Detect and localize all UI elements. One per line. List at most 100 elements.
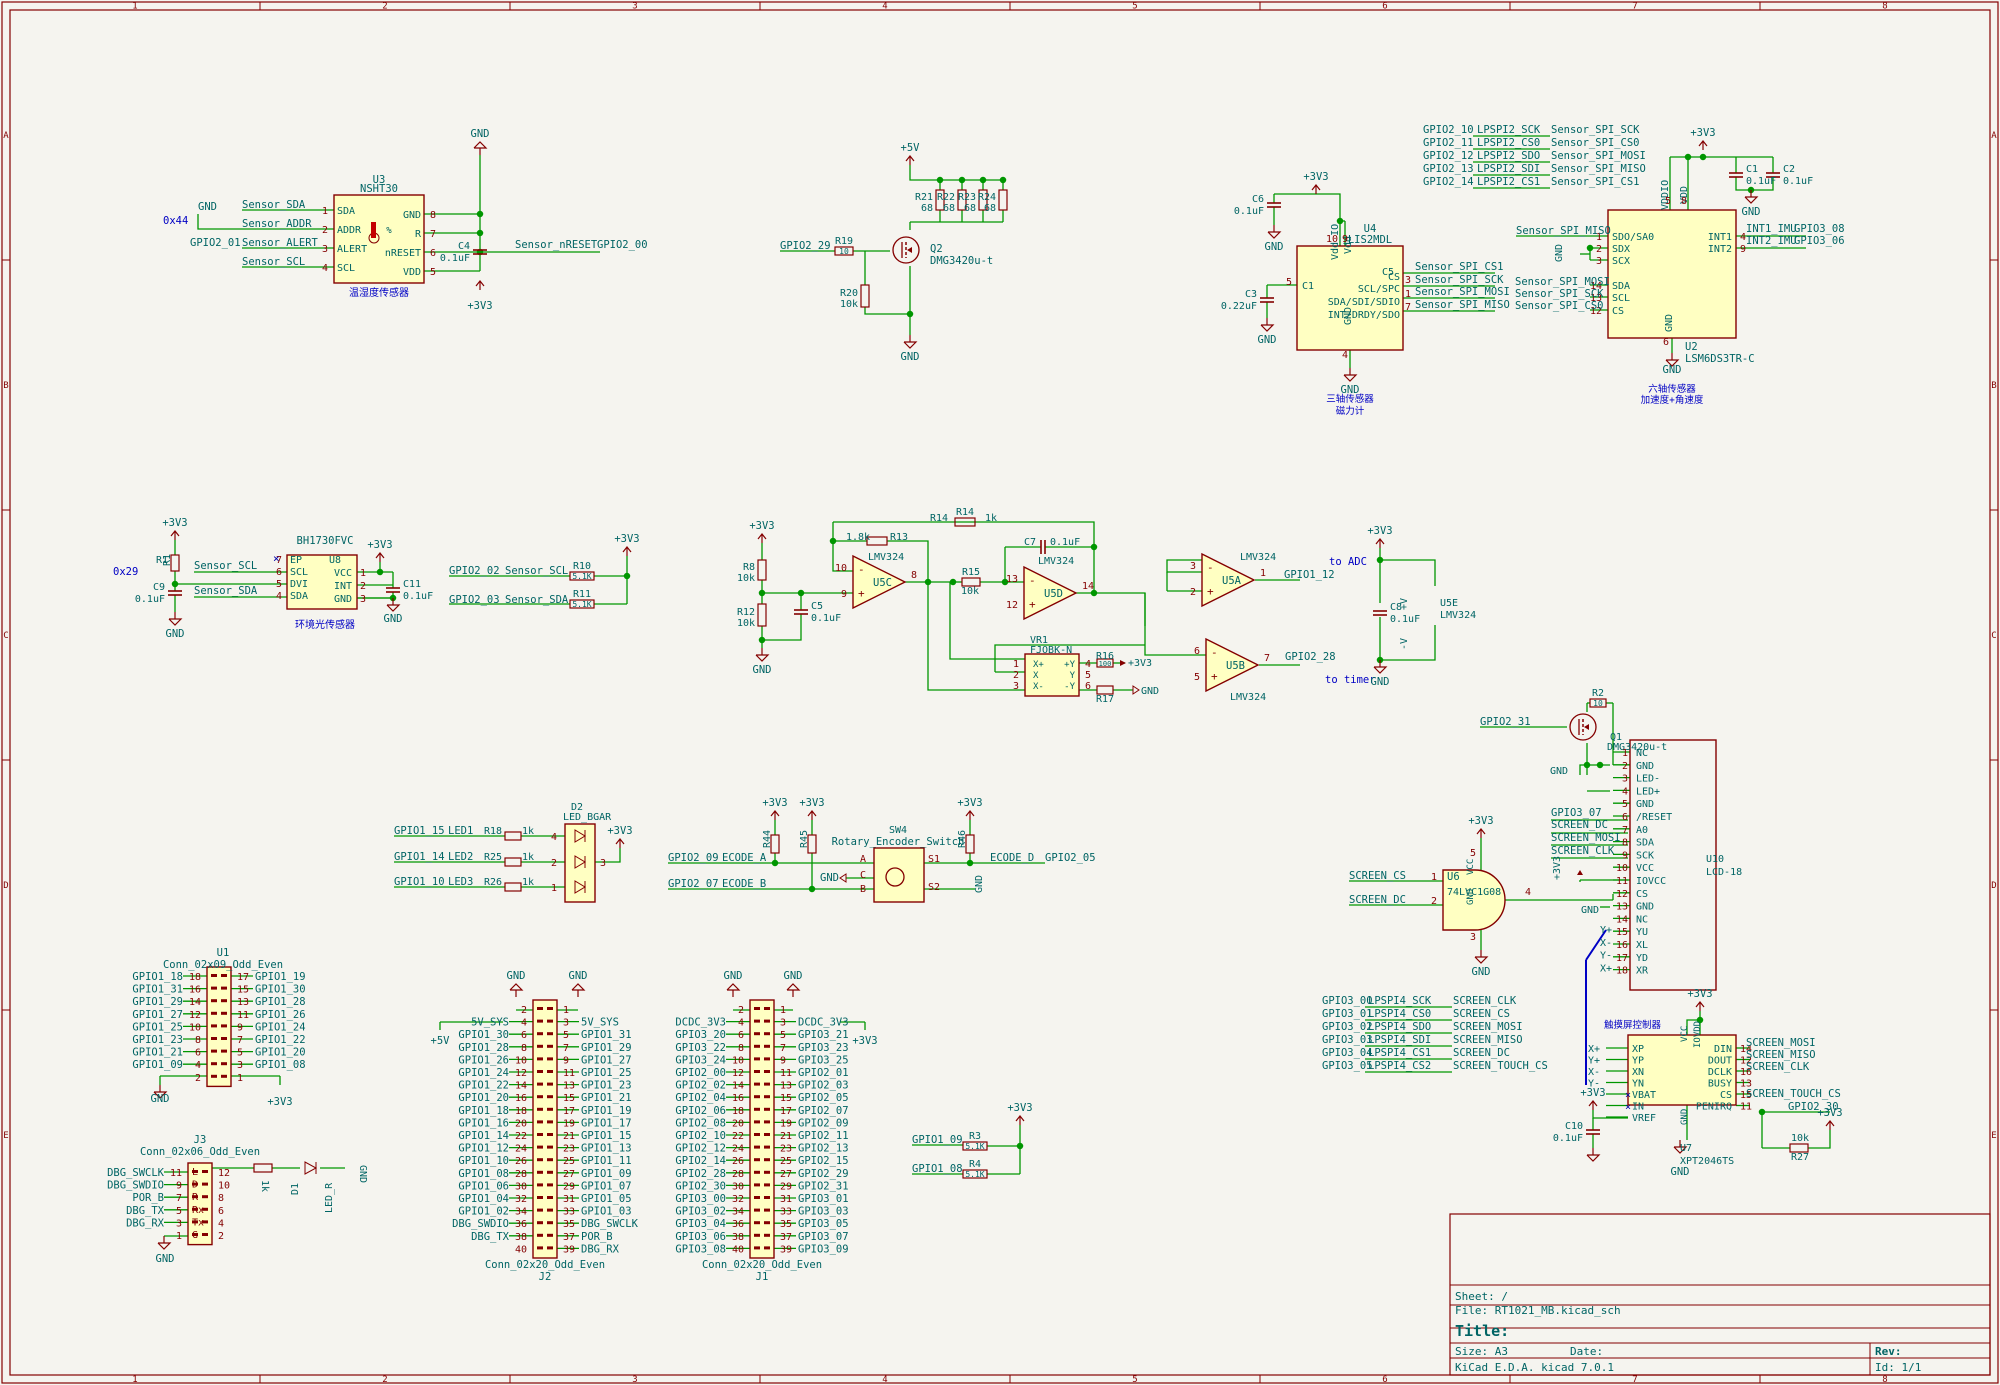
label-192: 7 bbox=[1264, 653, 1270, 664]
label-512: 26 bbox=[515, 1156, 527, 1167]
label-311: XL bbox=[1636, 940, 1648, 951]
label-417: GPIO1_24 bbox=[255, 1021, 306, 1033]
label-19: % bbox=[386, 226, 392, 236]
label-355: DOUT bbox=[1708, 1056, 1732, 1067]
label-172: LMV324 bbox=[868, 552, 904, 563]
column-marker: 4 bbox=[882, 2, 887, 12]
gnd-label: GND bbox=[901, 351, 920, 363]
label-544: J2 bbox=[539, 1271, 552, 1283]
label-614: GPIO3_04 bbox=[675, 1218, 726, 1230]
label-570: GPIO2_02 bbox=[675, 1080, 726, 1092]
gnd-label: GND bbox=[507, 970, 526, 982]
label-268: R45 bbox=[799, 830, 810, 848]
label-271: ECODE_D bbox=[990, 852, 1034, 864]
label-274: Q1 bbox=[1610, 732, 1622, 743]
label-562: GPIO3_24 bbox=[675, 1054, 726, 1066]
label-323: GND bbox=[1581, 905, 1599, 916]
label-23: Sensor_SCL bbox=[242, 256, 305, 268]
power-label: +3V3 bbox=[1007, 1102, 1032, 1114]
label-599: GPIO2_29 bbox=[798, 1168, 849, 1180]
label-444: POR_B bbox=[132, 1192, 164, 1204]
resistor-R10 bbox=[569, 571, 595, 581]
label-246: GPIO1_10 bbox=[394, 876, 445, 888]
label-347: IN bbox=[1632, 1102, 1644, 1113]
label-415: 9 bbox=[237, 1022, 243, 1033]
lcd-u10 bbox=[1629, 739, 1717, 991]
label-308: 14 bbox=[1616, 914, 1628, 925]
label-389: GPIO3_03 bbox=[1322, 1034, 1373, 1046]
label-141: VCC bbox=[334, 568, 352, 579]
label-479: GPIO1_29 bbox=[581, 1042, 632, 1054]
label-487: GPIO1_25 bbox=[581, 1067, 632, 1079]
label-338: SCREEN_DC bbox=[1349, 894, 1406, 906]
label-349: X+ bbox=[1588, 1044, 1600, 1055]
label-18: 5 bbox=[430, 267, 436, 278]
label-71: Sensor_SPI_CS1 bbox=[1415, 261, 1504, 273]
label-613: 35 bbox=[780, 1219, 792, 1230]
label-262: S2 bbox=[928, 882, 940, 893]
label-33: 68 bbox=[921, 203, 933, 214]
label-391: SCREEN_MISO bbox=[1453, 1034, 1523, 1046]
label-621: 39 bbox=[780, 1244, 792, 1255]
label-583: GPIO2_09 bbox=[798, 1117, 849, 1129]
label-326: Y- bbox=[1600, 951, 1612, 962]
label-100: SDA bbox=[1612, 281, 1630, 292]
label-181: - bbox=[1207, 561, 1214, 574]
gnd-label: GND bbox=[1258, 334, 1277, 346]
label-432: U1 bbox=[217, 947, 230, 959]
resistor- bbox=[1096, 658, 1114, 668]
label-283: GND bbox=[1636, 761, 1654, 772]
column-marker: 6 bbox=[1382, 1375, 1387, 1385]
label-4: 1 bbox=[322, 206, 328, 217]
resistor- bbox=[504, 857, 522, 867]
label-218: 2 bbox=[1013, 670, 1019, 681]
column-marker: 3 bbox=[632, 1375, 637, 1385]
label-3: SDA bbox=[337, 206, 355, 217]
column-marker: 3 bbox=[632, 2, 637, 12]
label-394: SCREEN_DC bbox=[1453, 1047, 1510, 1059]
label-121: C1 bbox=[1746, 164, 1758, 175]
label-405: GPIO1_30 bbox=[255, 984, 306, 996]
label-209: GPIO1_12 bbox=[1284, 569, 1335, 581]
label-398: 18 bbox=[189, 972, 201, 983]
label-573: 15 bbox=[780, 1093, 792, 1104]
label-189: + bbox=[1211, 670, 1218, 683]
label-353: DIN bbox=[1714, 1044, 1732, 1055]
label-42: GPIO2_29 bbox=[780, 240, 831, 252]
label-352: Y- bbox=[1588, 1079, 1600, 1090]
label-498: GPIO1_18 bbox=[458, 1105, 509, 1117]
label-99: 3 bbox=[1596, 256, 1602, 267]
label-586: GPIO2_10 bbox=[675, 1130, 726, 1142]
label-74: Sensor_SPI_MISO bbox=[1415, 299, 1510, 311]
label-242: GPIO1_14 bbox=[394, 851, 445, 863]
power-label: +3V3 bbox=[957, 797, 982, 809]
label-477: 7 bbox=[563, 1043, 569, 1054]
row-marker: B bbox=[1991, 381, 1996, 391]
label-511: GPIO1_13 bbox=[581, 1143, 632, 1155]
connector-j2 bbox=[532, 999, 558, 1259]
label-293: A0 bbox=[1636, 825, 1648, 836]
chip-u4 bbox=[1296, 245, 1404, 351]
label-67: C6 bbox=[1252, 194, 1264, 205]
label-527: GPIO1_05 bbox=[581, 1193, 632, 1205]
label-144: 2 bbox=[360, 581, 366, 592]
column-marker: 5 bbox=[1132, 1375, 1137, 1385]
gnd-label: GND bbox=[471, 128, 490, 140]
label-252: 4 bbox=[551, 832, 557, 843]
connector-j3 bbox=[187, 1162, 213, 1246]
label-190: 6 bbox=[1194, 646, 1200, 657]
row-marker: E bbox=[1991, 1131, 1996, 1141]
column-marker: 2 bbox=[382, 1375, 387, 1385]
label-473: 5 bbox=[563, 1030, 569, 1041]
label-620: 40 bbox=[732, 1244, 744, 1255]
label-468: 4 bbox=[521, 1018, 527, 1029]
label-428: GPIO1_09 bbox=[132, 1059, 183, 1071]
label-410: 12 bbox=[189, 1010, 201, 1021]
label-117: Sensor_SPI_MISO bbox=[1516, 225, 1611, 237]
label-230: R17 bbox=[1096, 694, 1114, 705]
label-297: SCK bbox=[1636, 850, 1654, 861]
label-137: DVI bbox=[290, 579, 308, 590]
resistor- bbox=[504, 831, 522, 841]
label-58: INT/DRDY/SDO bbox=[1328, 310, 1400, 321]
label-427: 3 bbox=[237, 1060, 243, 1071]
